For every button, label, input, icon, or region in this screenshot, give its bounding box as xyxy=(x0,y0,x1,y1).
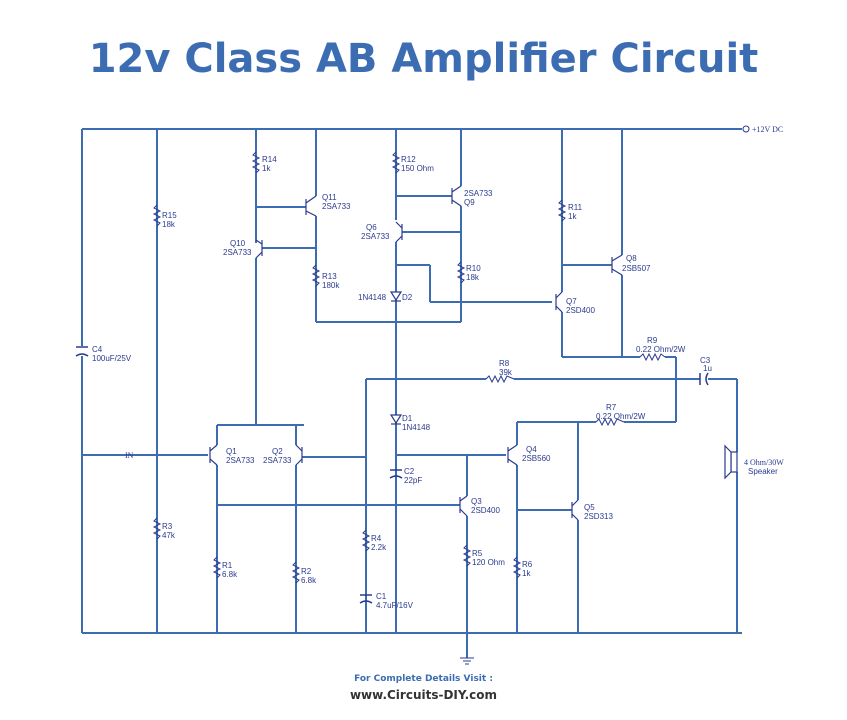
r5-name: R5 xyxy=(472,549,483,558)
r11-value: 1k xyxy=(568,212,577,221)
page-title: 12v Class AB Amplifier Circuit xyxy=(88,36,759,82)
d2-value: 1N4148 xyxy=(358,293,387,302)
speaker-value: 4 Ohm/30W xyxy=(744,458,784,467)
q2-value: 2SA733 xyxy=(263,456,292,465)
q5-value: 2SD313 xyxy=(584,512,613,521)
r7-value: 0.22 Ohm/2W xyxy=(596,412,646,421)
r15-value: 18k xyxy=(162,220,176,229)
speaker-symbol xyxy=(724,444,738,480)
r4-name: R4 xyxy=(371,534,382,543)
c2-name: C2 xyxy=(404,467,415,476)
ground-symbol xyxy=(460,657,474,665)
r11-name: R11 xyxy=(568,203,583,212)
r6-name: R6 xyxy=(522,560,533,569)
r10-value: 18k xyxy=(466,273,480,282)
c4-name: C4 xyxy=(92,345,103,354)
r6-value: 1k xyxy=(522,569,531,578)
r15-name: R15 xyxy=(162,211,177,220)
q3-value: 2SD400 xyxy=(471,506,500,515)
transistors xyxy=(209,185,623,521)
q7-value: 2SD400 xyxy=(566,306,595,315)
r5-value: 120 Ohm xyxy=(472,558,505,567)
q1-value: 2SA733 xyxy=(226,456,255,465)
q1-name: Q1 xyxy=(226,447,237,456)
capacitors xyxy=(75,346,709,604)
q3-name: Q3 xyxy=(471,497,482,506)
c3-value: 1u xyxy=(703,364,712,373)
supply-terminal xyxy=(742,125,750,133)
r9-name: R9 xyxy=(647,336,658,345)
q11-value: 2SA733 xyxy=(322,202,351,211)
r1-name: R1 xyxy=(222,561,233,570)
footer-website: www.Circuits-DIY.com xyxy=(349,688,498,702)
footer-visit-label: For Complete Details Visit : xyxy=(354,674,493,684)
r3-name: R3 xyxy=(162,522,173,531)
r13-value: 180k xyxy=(322,281,340,290)
r7-name: R7 xyxy=(606,403,617,412)
r12-name: R12 xyxy=(401,155,416,164)
r4-value: 2.2k xyxy=(371,543,387,552)
q5-name: Q5 xyxy=(584,503,595,512)
q4-name: Q4 xyxy=(526,445,537,454)
q2-name: Q2 xyxy=(272,447,283,456)
c1-value: 4.7uF/16V xyxy=(376,601,414,610)
r2-name: R2 xyxy=(301,567,312,576)
q8-value: 2SB507 xyxy=(622,264,651,273)
q6-value: 2SA733 xyxy=(361,232,390,241)
r13-name: R13 xyxy=(322,272,337,281)
d1-name: D1 xyxy=(402,414,413,423)
q11-name: Q11 xyxy=(322,193,337,202)
q10-value: 2SA733 xyxy=(223,248,252,257)
d2-name: D2 xyxy=(402,293,413,302)
r9-value: 0.22 Ohm/2W xyxy=(636,345,686,354)
q10-name: Q10 xyxy=(230,239,246,248)
r14-value: 1k xyxy=(262,164,271,173)
r14-name: R14 xyxy=(262,155,277,164)
r2-value: 6.8k xyxy=(301,576,317,585)
c3-name: C3 xyxy=(700,356,711,365)
d1-value: 1N4148 xyxy=(402,423,431,432)
r8-value: 39k xyxy=(499,368,513,377)
r1-value: 6.8k xyxy=(222,570,238,579)
c2-value: 22pF xyxy=(404,476,422,485)
input-label: IN xyxy=(125,451,134,460)
q9-value: 2SA733 xyxy=(464,189,493,198)
r8-name: R8 xyxy=(499,359,510,368)
q7-name: Q7 xyxy=(566,297,577,306)
q4-value: 2SB560 xyxy=(522,454,551,463)
r3-value: 47k xyxy=(162,531,176,540)
q6-name: Q6 xyxy=(366,223,377,232)
resistors xyxy=(152,151,666,584)
q9-name: Q9 xyxy=(464,198,475,207)
diodes xyxy=(389,291,403,425)
supply-label: +12V DC xyxy=(752,125,783,134)
speaker-name: Speaker xyxy=(748,467,778,476)
q8-name: Q8 xyxy=(626,254,637,263)
c1-name: C1 xyxy=(376,592,387,601)
r12-value: 150 Ohm xyxy=(401,164,434,173)
r10-name: R10 xyxy=(466,264,481,273)
wires xyxy=(81,128,742,658)
c4-value: 100uF/25V xyxy=(92,354,132,363)
